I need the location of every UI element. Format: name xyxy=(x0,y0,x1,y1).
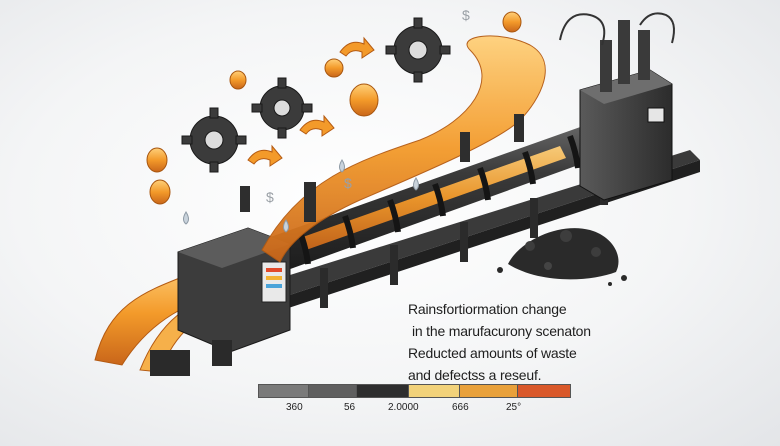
droplet-icon xyxy=(283,219,289,233)
arrow-icon xyxy=(299,114,335,137)
dollar-sign-icon: $ xyxy=(462,7,470,23)
caption-line-2: in the marufacurony scenaton xyxy=(412,323,591,339)
waste-pile xyxy=(497,228,627,286)
coil-icon xyxy=(229,70,247,90)
scale-segment xyxy=(460,384,519,398)
coil-icon xyxy=(324,58,344,78)
nozzle xyxy=(460,132,470,162)
scale-tick: 56 xyxy=(344,402,356,413)
droplet-icon xyxy=(413,177,419,191)
dollar-sign-icon: $ xyxy=(266,189,274,205)
scale-segment xyxy=(518,384,571,398)
coil-icon xyxy=(502,11,522,33)
scale-segment xyxy=(308,384,357,398)
scale-segment xyxy=(356,384,409,398)
arrow-icon xyxy=(247,144,283,167)
coil-icon xyxy=(349,83,379,117)
droplet-icon xyxy=(183,211,189,225)
scale-tick: 666 xyxy=(452,402,469,413)
scale-tick: 360 xyxy=(286,402,303,413)
nozzle xyxy=(240,186,250,212)
scale-tick: 2.0000 xyxy=(388,402,419,413)
scale-segment xyxy=(258,384,309,398)
gear-icon xyxy=(385,17,451,83)
nozzle xyxy=(304,182,316,222)
conveyor-cylinder xyxy=(262,120,620,308)
scale-segment xyxy=(408,384,461,398)
scale-bar xyxy=(258,384,571,398)
caption-text: Rainsfortiormation change in the marufac… xyxy=(408,298,768,386)
caption-line-4: and defectss a reseuf. xyxy=(408,367,542,383)
ribbon-top xyxy=(261,35,546,263)
gear-icon xyxy=(251,77,313,139)
nozzle xyxy=(514,114,524,142)
base-rail xyxy=(210,150,700,318)
output-machine xyxy=(559,12,675,201)
droplet-icon xyxy=(339,159,345,173)
entry-machine xyxy=(150,227,291,376)
caption-line-1: Rainsfortiormation change xyxy=(408,301,567,317)
coil-icon xyxy=(146,147,168,173)
scale-tick: 25° xyxy=(506,402,522,413)
caption-line-3: Reducted amounts of waste xyxy=(408,345,577,361)
gear-icon xyxy=(181,107,247,173)
dollar-sign-icon: $ xyxy=(344,175,352,191)
coil-icon xyxy=(149,179,171,205)
arrow-icon xyxy=(339,36,375,59)
